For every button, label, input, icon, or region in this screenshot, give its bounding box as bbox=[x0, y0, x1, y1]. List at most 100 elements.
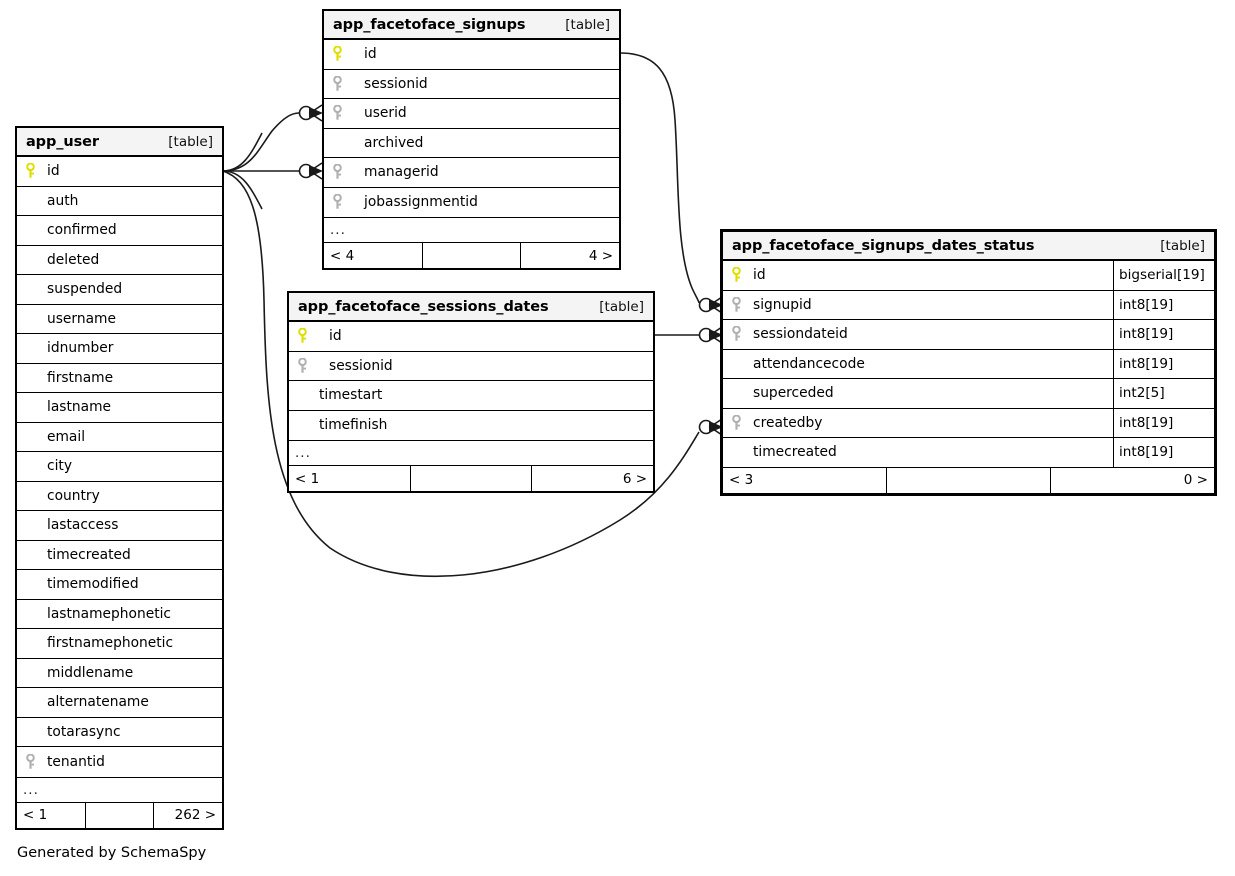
table-row[interactable]: timemodified bbox=[17, 570, 222, 600]
table-row[interactable]: idnumber bbox=[17, 334, 222, 364]
column-name: sessionid bbox=[329, 357, 393, 374]
column-type: int8[19] bbox=[1113, 320, 1214, 349]
footer-child-count[interactable]: 4 > bbox=[520, 243, 619, 268]
column-name: tenantid bbox=[47, 753, 105, 770]
table-row[interactable]: createdby int8[19] bbox=[723, 408, 1214, 438]
footer-parent-count[interactable]: < 1 bbox=[295, 470, 320, 487]
no-key-icon bbox=[17, 570, 43, 599]
table-row[interactable]: sessiondateid int8[19] bbox=[723, 320, 1214, 350]
column-name: timestart bbox=[319, 387, 383, 404]
primary-key-icon bbox=[723, 261, 749, 290]
table-columns-signups: id sessionid userid archived bbox=[324, 40, 619, 217]
table-row[interactable]: lastaccess bbox=[17, 511, 222, 541]
column-type: int2[5] bbox=[1113, 379, 1214, 408]
table-row[interactable]: jobassignmentid bbox=[324, 188, 619, 218]
table-header-status: app_facetoface_signups_dates_status [tab… bbox=[723, 232, 1214, 261]
table-title: app_user bbox=[26, 133, 99, 150]
foreign-key-icon bbox=[289, 352, 315, 381]
no-key-icon bbox=[17, 688, 43, 717]
table-footer-status: < 3 0 > bbox=[723, 467, 1214, 493]
table-type-tag: [table] bbox=[168, 133, 213, 150]
table-row[interactable]: lastnamephonetic bbox=[17, 600, 222, 629]
table-row[interactable]: country bbox=[17, 482, 222, 511]
table-row[interactable]: superceded int2[5] bbox=[723, 379, 1214, 409]
foreign-key-icon bbox=[17, 747, 43, 777]
table-row[interactable]: managerid bbox=[324, 158, 619, 188]
table-row[interactable]: suspended bbox=[17, 275, 222, 305]
table-app-facetoface-sessions-dates[interactable]: app_facetoface_sessions_dates [table] id… bbox=[287, 291, 655, 493]
table-row[interactable]: tenantid bbox=[17, 747, 222, 777]
footer-child-count[interactable]: 262 > bbox=[153, 802, 222, 828]
column-name: idnumber bbox=[47, 340, 114, 357]
table-row[interactable]: sessionid bbox=[324, 70, 619, 99]
table-row[interactable]: timecreated bbox=[17, 541, 222, 570]
column-name: archived bbox=[364, 134, 424, 151]
table-row[interactable]: timefinish bbox=[289, 411, 653, 441]
table-header-signups: app_facetoface_signups [table] bbox=[324, 11, 619, 40]
column-name: createdby bbox=[753, 414, 823, 431]
table-row[interactable]: id bigserial[19] bbox=[723, 261, 1214, 291]
table-row[interactable]: attendancecode int8[19] bbox=[723, 349, 1214, 379]
foreign-key-icon bbox=[324, 99, 350, 128]
no-key-icon bbox=[17, 452, 43, 481]
column-name: totarasync bbox=[47, 723, 121, 740]
footer-parent-count[interactable]: < 3 bbox=[729, 472, 754, 488]
relationship-user-id-to-signups-managerid bbox=[223, 162, 323, 180]
table-row[interactable]: auth bbox=[17, 187, 222, 216]
table-row[interactable]: timestart bbox=[289, 381, 653, 411]
table-row[interactable]: id bbox=[17, 157, 222, 187]
table-app-user[interactable]: app_user [table] id auth confirmed delet… bbox=[15, 126, 224, 830]
no-key-icon bbox=[17, 629, 43, 658]
no-key-icon bbox=[17, 187, 43, 216]
foreign-key-icon bbox=[324, 158, 350, 187]
no-key-icon bbox=[17, 275, 43, 304]
table-row[interactable]: id bbox=[324, 40, 619, 70]
relationship-user-id-to-signups-userid bbox=[222, 104, 323, 172]
table-row[interactable]: middlename bbox=[17, 659, 222, 688]
column-name: timecreated bbox=[47, 546, 131, 563]
no-key-icon bbox=[723, 379, 749, 408]
column-name: id bbox=[364, 46, 377, 63]
more-columns-indicator: ... bbox=[324, 217, 619, 243]
column-name: middlename bbox=[47, 664, 134, 681]
table-row[interactable]: city bbox=[17, 452, 222, 482]
table-row[interactable]: id bbox=[289, 322, 653, 352]
table-row[interactable]: sessionid bbox=[289, 352, 653, 381]
table-row[interactable]: firstnamephonetic bbox=[17, 629, 222, 659]
table-row[interactable]: firstname bbox=[17, 364, 222, 393]
table-row[interactable]: signupid int8[19] bbox=[723, 290, 1214, 320]
table-row[interactable]: archived bbox=[324, 129, 619, 158]
no-key-icon bbox=[17, 659, 43, 688]
column-name: managerid bbox=[364, 164, 439, 181]
table-row[interactable]: userid bbox=[324, 99, 619, 129]
table-app-facetoface-signups-dates-status[interactable]: app_facetoface_signups_dates_status [tab… bbox=[720, 229, 1217, 496]
column-name: id bbox=[753, 267, 766, 284]
no-key-icon bbox=[17, 482, 43, 511]
table-row[interactable]: username bbox=[17, 305, 222, 334]
no-key-icon bbox=[289, 411, 315, 441]
table-columns-app-user: id auth confirmed deleted suspended user… bbox=[17, 157, 222, 777]
footer-middle bbox=[409, 466, 532, 491]
foreign-key-icon bbox=[324, 188, 350, 218]
table-footer-app-user: < 1 262 > bbox=[17, 802, 222, 828]
footer-parent-count[interactable]: < 4 bbox=[330, 247, 355, 264]
table-row[interactable]: confirmed bbox=[17, 216, 222, 246]
table-row[interactable]: lastname bbox=[17, 393, 222, 423]
no-key-icon bbox=[289, 381, 315, 410]
table-row[interactable]: email bbox=[17, 423, 222, 452]
table-app-facetoface-signups[interactable]: app_facetoface_signups [table] id sessio… bbox=[322, 9, 621, 270]
footer-child-count[interactable]: 6 > bbox=[531, 466, 653, 491]
generated-by-label: Generated by SchemaSpy bbox=[17, 845, 207, 861]
foreign-key-icon bbox=[723, 409, 749, 438]
table-footer-signups: < 4 4 > bbox=[324, 243, 619, 268]
footer-middle bbox=[421, 243, 521, 268]
table-row[interactable]: deleted bbox=[17, 246, 222, 275]
footer-child-count[interactable]: 0 > bbox=[1050, 467, 1214, 493]
column-name: sessiondateid bbox=[753, 326, 848, 343]
table-columns-status: id bigserial[19] signupid int8[19] sessi… bbox=[723, 261, 1214, 468]
footer-parent-count[interactable]: < 1 bbox=[23, 807, 48, 823]
table-row[interactable]: totarasync bbox=[17, 718, 222, 747]
table-row[interactable]: timecreated int8[19] bbox=[723, 438, 1214, 468]
crowfoot-app-user-id bbox=[222, 132, 263, 210]
table-row[interactable]: alternatename bbox=[17, 688, 222, 718]
